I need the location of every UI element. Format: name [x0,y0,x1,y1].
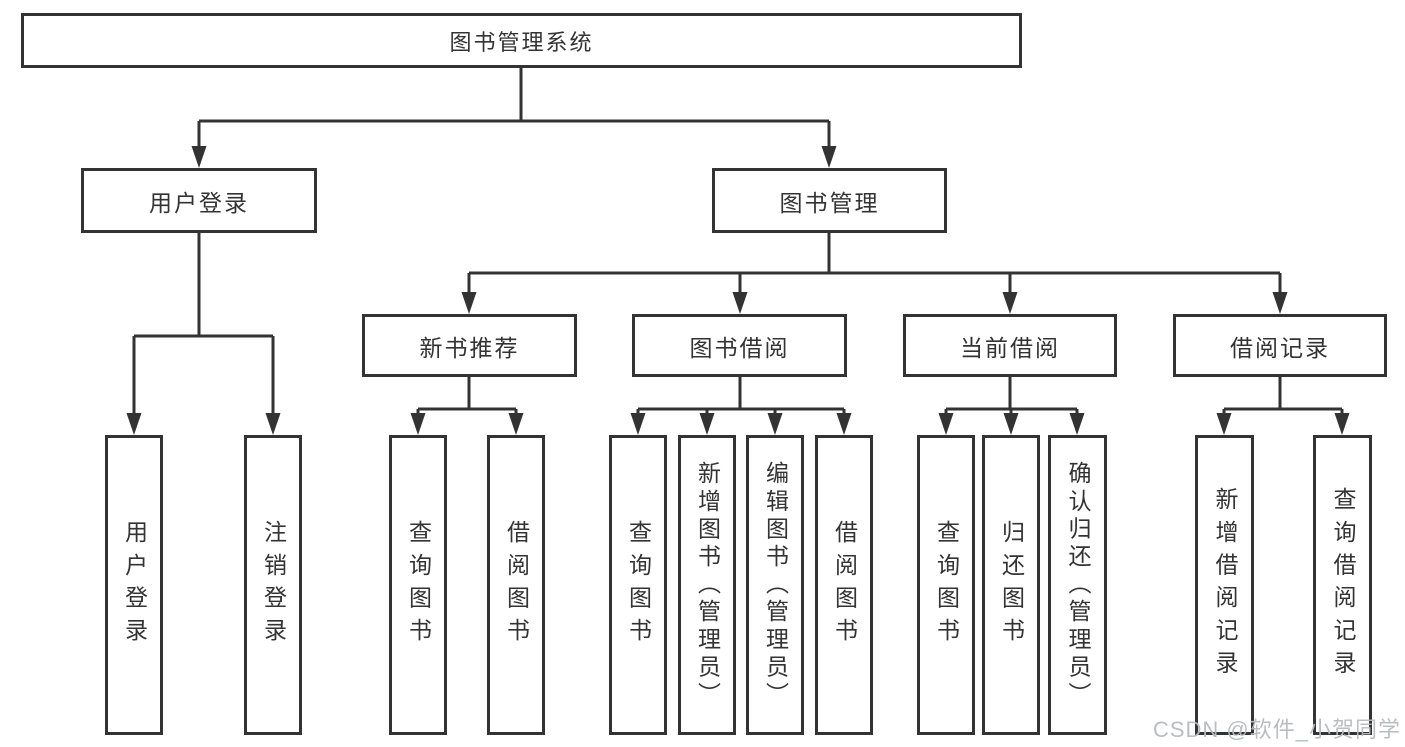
arrowhead-down-icon [836,413,852,435]
leaf-logout: 注销登录 [244,435,302,735]
connector-line [467,233,1282,296]
arrowhead-down-icon [410,413,426,435]
leaf-add-borrow-record: 新增借阅记录 [1195,435,1254,735]
leaf-query-books-borrow: 查询图书 [609,435,667,735]
node-new-book-recommend: 新书推荐 [362,314,577,377]
arrowhead-down-icon [1002,292,1018,314]
connector-root-to-level2 [191,68,837,168]
arrowhead-down-icon [191,146,207,168]
arrowhead-down-icon [699,413,715,435]
arrowhead-down-icon [1216,413,1232,435]
leaf-borrow-books: 借阅图书 [815,435,873,735]
arrowhead-down-icon [938,413,954,435]
arrowhead-down-icon [767,413,783,435]
leaf-user-login: 用户登录 [105,435,163,735]
leaf-query-books-current: 查询图书 [917,435,975,735]
watermark: CSDN @软件_小贺同学 [1152,717,1401,742]
leaf-add-book-admin: 新增图书（管理员） [678,435,736,735]
connector-borrow-to-leaves [630,377,852,435]
node-current-borrow: 当前借阅 [903,314,1117,377]
connector-line [416,377,518,416]
arrowhead-down-icon [265,413,281,435]
arrowhead-down-icon [1272,292,1288,314]
leaf-query-borrow-record: 查询借阅记录 [1313,435,1372,735]
connector-line [197,68,831,150]
connector-line [636,377,846,416]
connector-userlogin-to-leaves [126,233,281,435]
arrowhead-down-icon [630,413,646,435]
connector-newbook-to-leaves [410,377,524,435]
arrowhead-down-icon [461,292,477,314]
arrowhead-down-icon [821,146,837,168]
node-book-management: 图书管理 [712,168,947,233]
leaf-return-books: 归还图书 [982,435,1040,735]
node-book-borrow: 图书借阅 [632,314,847,377]
leaf-edit-book-admin: 编辑图书（管理员） [746,435,804,735]
node-root-system: 图书管理系统 [21,13,1022,68]
connector-line [1222,377,1344,416]
arrowhead-down-icon [126,413,142,435]
connector-records-to-leaves [1216,377,1350,435]
node-user-login: 用户登录 [81,168,317,233]
arrowhead-down-icon [1003,413,1019,435]
node-borrow-records: 借阅记录 [1173,314,1387,377]
arrowhead-down-icon [1069,413,1085,435]
connector-line [132,233,275,417]
connector-line [944,377,1079,416]
leaf-confirm-return-admin: 确认归还（管理员） [1048,435,1107,735]
arrowhead-down-icon [732,292,748,314]
leaf-query-books-recommend: 查询图书 [389,435,447,735]
arrowhead-down-icon [508,413,524,435]
arrowhead-down-icon [1334,413,1350,435]
connector-current-to-leaves [938,377,1085,435]
leaf-borrow-books-recommend: 借阅图书 [487,435,545,735]
connector-bookmgmt-to-level3 [461,233,1288,314]
